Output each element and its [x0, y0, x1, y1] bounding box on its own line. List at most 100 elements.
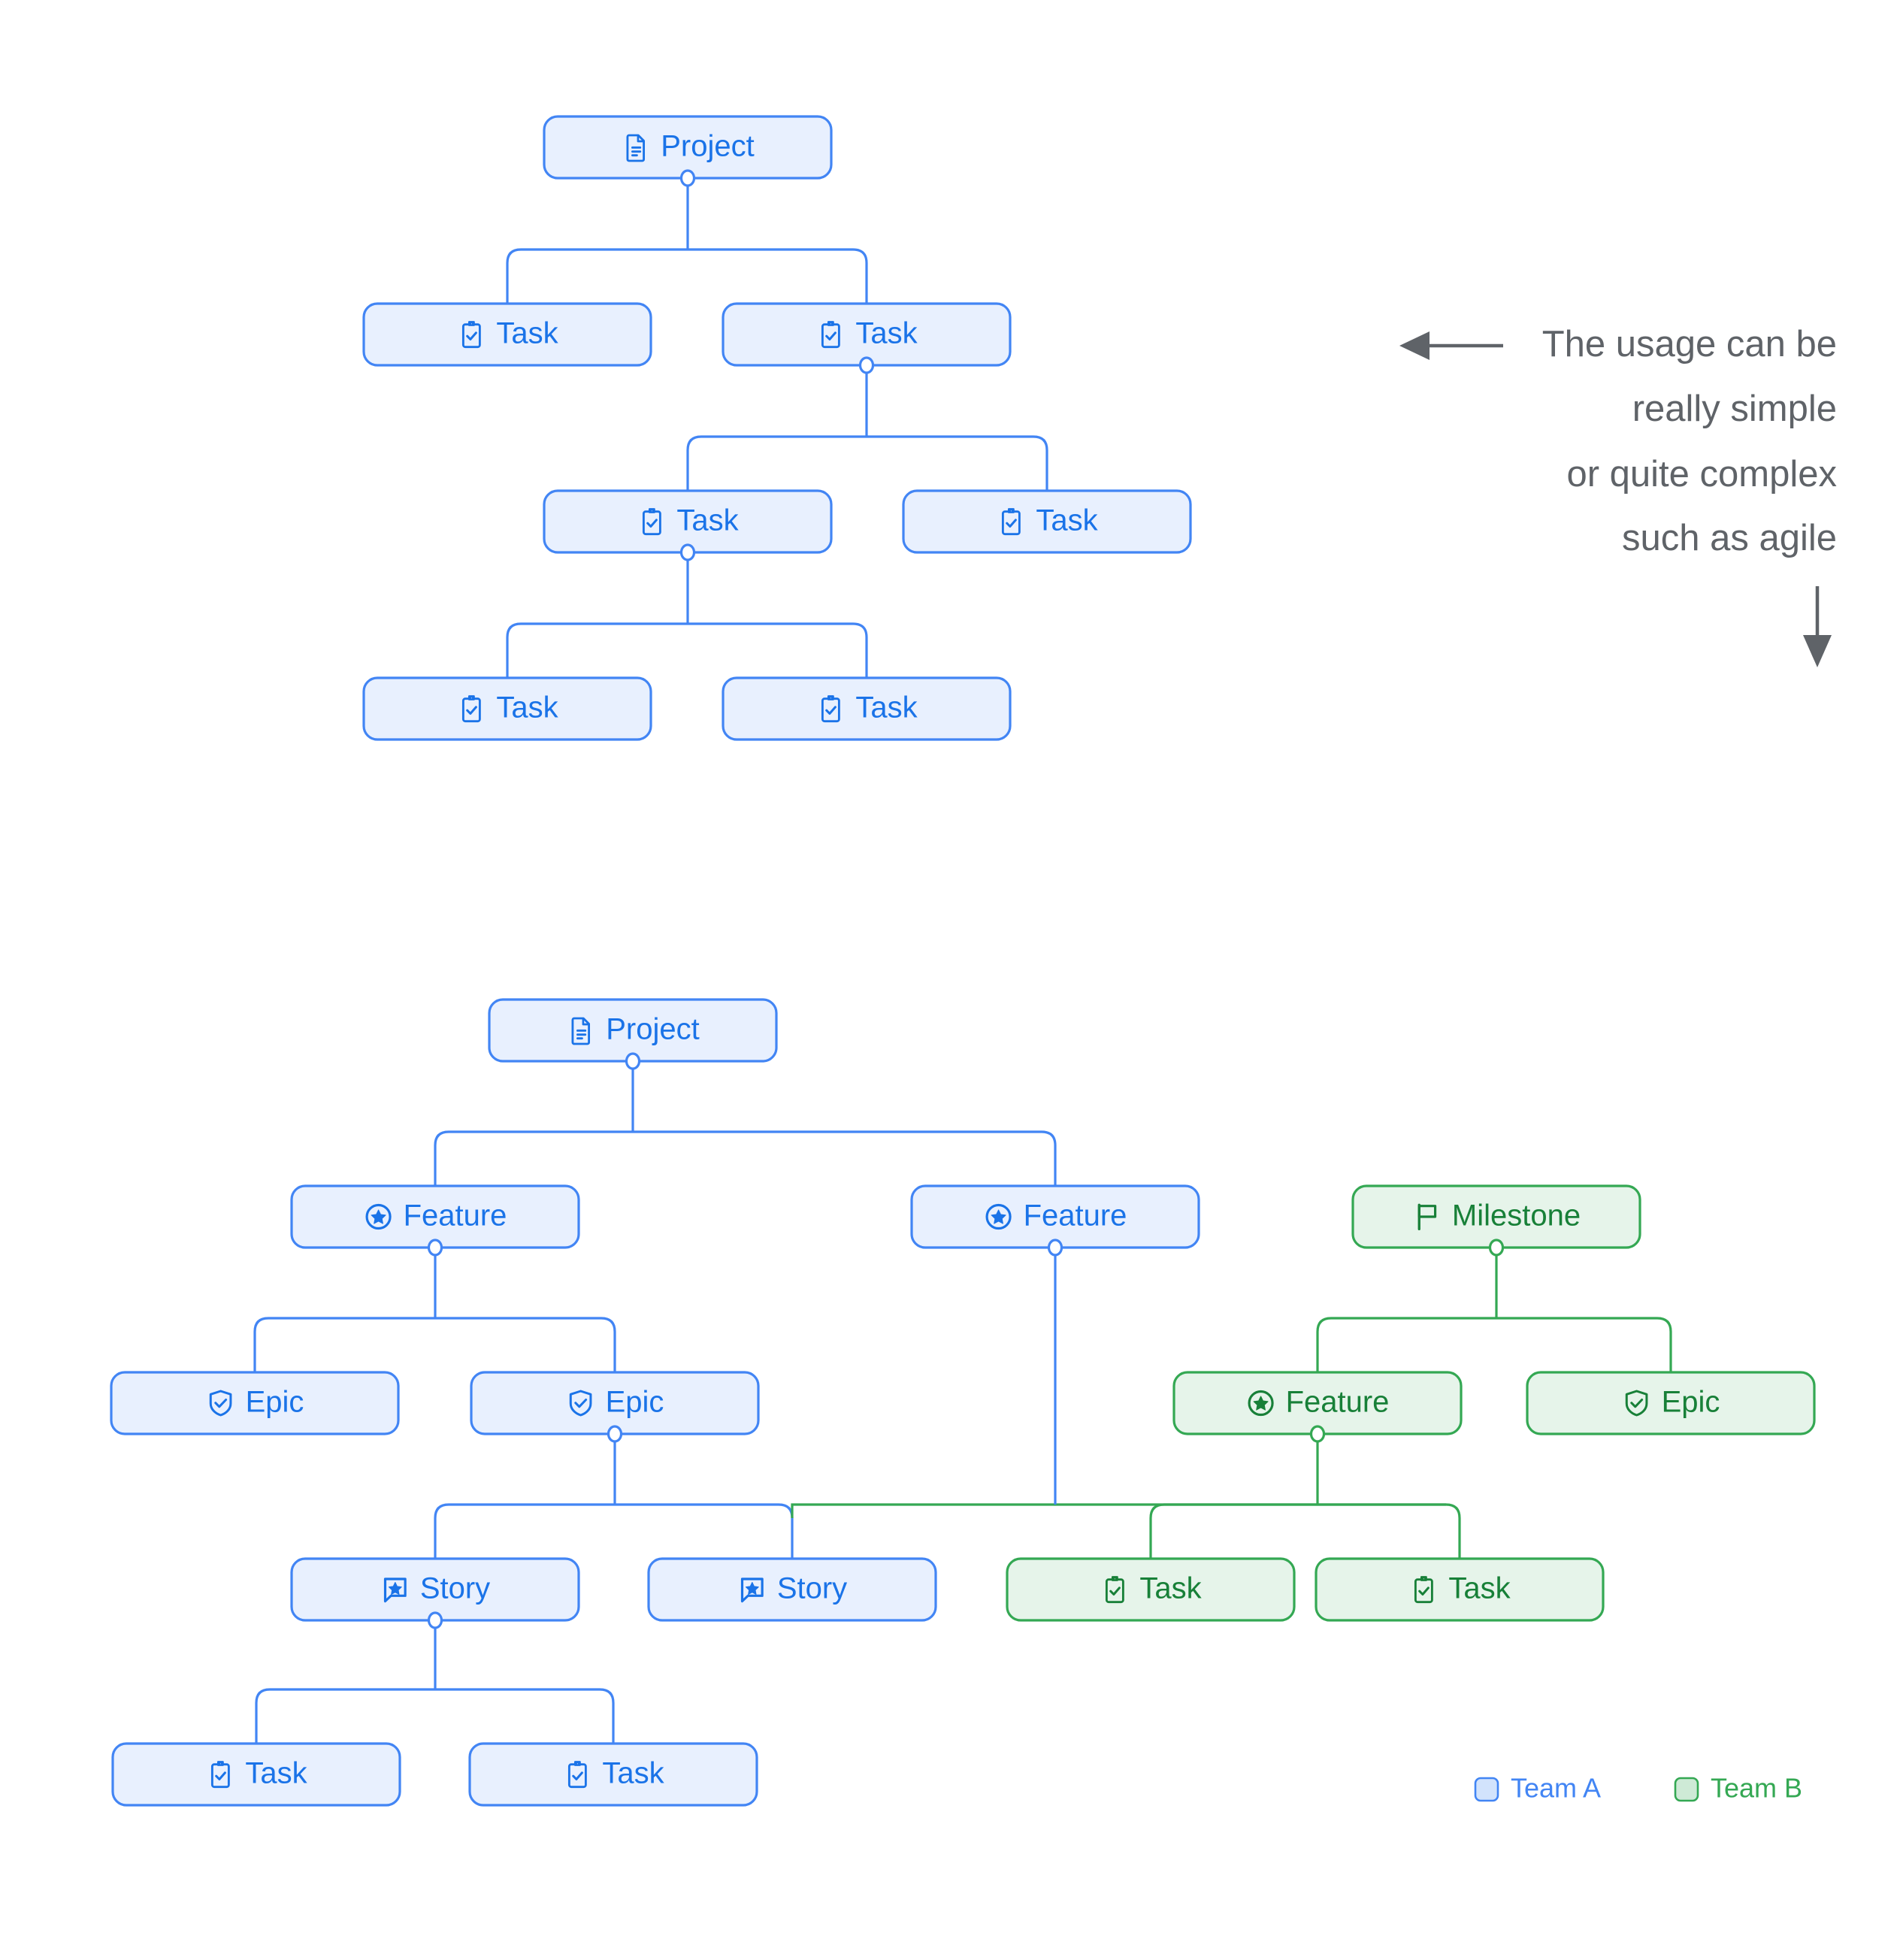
node-task-s3b[interactable]: Task	[722, 676, 1012, 741]
connector-branch	[506, 622, 522, 678]
node-background	[362, 302, 652, 367]
node-story-st2[interactable]: Story	[647, 1557, 937, 1622]
node-label: Task	[496, 317, 558, 350]
node-out-port	[1047, 1239, 1063, 1257]
node-label: Project	[661, 130, 755, 163]
node-label: Milestone	[1452, 1199, 1581, 1233]
connector-branch	[1316, 1317, 1332, 1372]
node-label: Task	[855, 691, 918, 724]
annotation-line-4: such as agile	[1622, 518, 1837, 558]
connector-branch	[852, 622, 868, 678]
node-label: Task	[602, 1757, 664, 1790]
node-label: Feature	[1024, 1199, 1127, 1233]
node-background	[902, 489, 1192, 554]
legend-label-team-a: Team A	[1511, 1773, 1601, 1804]
node-label: Task	[676, 504, 739, 537]
node-label: Epic	[246, 1386, 304, 1419]
connector-branch	[434, 1503, 449, 1559]
node-feature-gf[interactable]: Feature	[1172, 1371, 1463, 1443]
node-out-port	[858, 356, 875, 374]
node-task-s2b[interactable]: Task	[902, 489, 1192, 554]
connector-branch	[255, 1688, 271, 1744]
connector-branch	[1149, 1503, 1165, 1559]
node-task-gt2[interactable]: Task	[1315, 1557, 1605, 1622]
legend-label-team-b: Team B	[1711, 1773, 1802, 1804]
connector-branch	[599, 1688, 615, 1744]
legend-swatch-team-b	[1674, 1777, 1699, 1802]
connector-branch	[1033, 435, 1048, 491]
annotation-callout: The usage can be really simple or quite …	[1399, 324, 1837, 667]
node-label: Task	[855, 317, 918, 350]
node-out-port	[1488, 1239, 1505, 1257]
node-label: Story	[420, 1572, 490, 1605]
node-out-port	[679, 169, 696, 187]
node-epic-e1[interactable]: Epic	[110, 1371, 400, 1435]
node-project-s0[interactable]: Project	[543, 115, 833, 187]
node-label: Project	[606, 1013, 700, 1046]
connector-branch	[1041, 1130, 1057, 1186]
node-label: Epic	[606, 1386, 664, 1419]
node-task-bt2[interactable]: Task	[468, 1742, 758, 1807]
node-background	[468, 1742, 758, 1807]
node-epic-ge[interactable]: Epic	[1526, 1371, 1816, 1435]
node-task-gt1[interactable]: Task	[1006, 1557, 1296, 1622]
node-out-port	[607, 1425, 623, 1443]
node-label: Task	[496, 691, 558, 724]
connector-branch	[253, 1317, 269, 1372]
node-feature-f1[interactable]: Feature	[290, 1184, 580, 1257]
node-task-bt1[interactable]: Task	[111, 1742, 401, 1807]
node-task-s2a[interactable]: Task	[543, 489, 833, 561]
connector-branch	[778, 1503, 794, 1559]
connector-branch	[1656, 1317, 1672, 1372]
node-feature-f2[interactable]: Feature	[910, 1184, 1200, 1257]
node-label: Task	[1448, 1572, 1511, 1605]
node-task-s1a[interactable]: Task	[362, 302, 652, 367]
node-out-port	[1309, 1425, 1326, 1443]
node-milestone-ms[interactable]: Milestone	[1351, 1184, 1641, 1257]
node-out-port	[679, 543, 696, 561]
node-out-port	[625, 1052, 641, 1070]
node-label: Task	[245, 1757, 307, 1790]
connector-branch	[852, 248, 868, 304]
legend-item-team-b[interactable]: Team B	[1674, 1773, 1802, 1804]
node-story-st1[interactable]: Story	[290, 1557, 580, 1629]
node-task-s1b[interactable]: Task	[722, 302, 1012, 374]
node-label: Task	[1139, 1572, 1202, 1605]
legend-item-team-a[interactable]: Team A	[1474, 1773, 1601, 1804]
connectors-agile-tree	[253, 1069, 1672, 1744]
node-out-port	[427, 1611, 443, 1629]
node-label: Feature	[404, 1199, 507, 1233]
node-label: Epic	[1662, 1386, 1720, 1419]
connector-bus-green-extension	[791, 1503, 1446, 1518]
node-background	[111, 1742, 401, 1807]
team-legend: Team A Team B	[1474, 1773, 1802, 1804]
node-background	[1315, 1557, 1605, 1622]
arrow-left-icon	[1399, 331, 1503, 360]
node-label: Feature	[1286, 1386, 1390, 1419]
connector-branch	[1445, 1503, 1461, 1559]
node-background	[1526, 1371, 1816, 1435]
node-background	[362, 676, 652, 741]
node-project-a0[interactable]: Project	[488, 998, 778, 1070]
connectors-simple-tree	[506, 186, 1048, 678]
legend-swatch-team-a	[1474, 1777, 1499, 1802]
node-background	[722, 676, 1012, 741]
node-background	[647, 1557, 937, 1622]
annotation-line-3: or quite complex	[1566, 454, 1837, 495]
node-out-port	[427, 1239, 443, 1257]
arrow-down-icon	[1803, 586, 1832, 667]
annotation-line-2: really simple	[1632, 389, 1837, 429]
node-background	[1006, 1557, 1296, 1622]
connector-branch	[434, 1130, 449, 1186]
node-label: Task	[1036, 504, 1098, 537]
connector-branch	[686, 435, 702, 491]
node-label: Story	[777, 1572, 847, 1605]
connector-branch	[506, 248, 522, 304]
node-task-s3a[interactable]: Task	[362, 676, 652, 741]
annotation-line-1: The usage can be	[1542, 324, 1837, 364]
node-epic-e2[interactable]: Epic	[470, 1371, 760, 1443]
